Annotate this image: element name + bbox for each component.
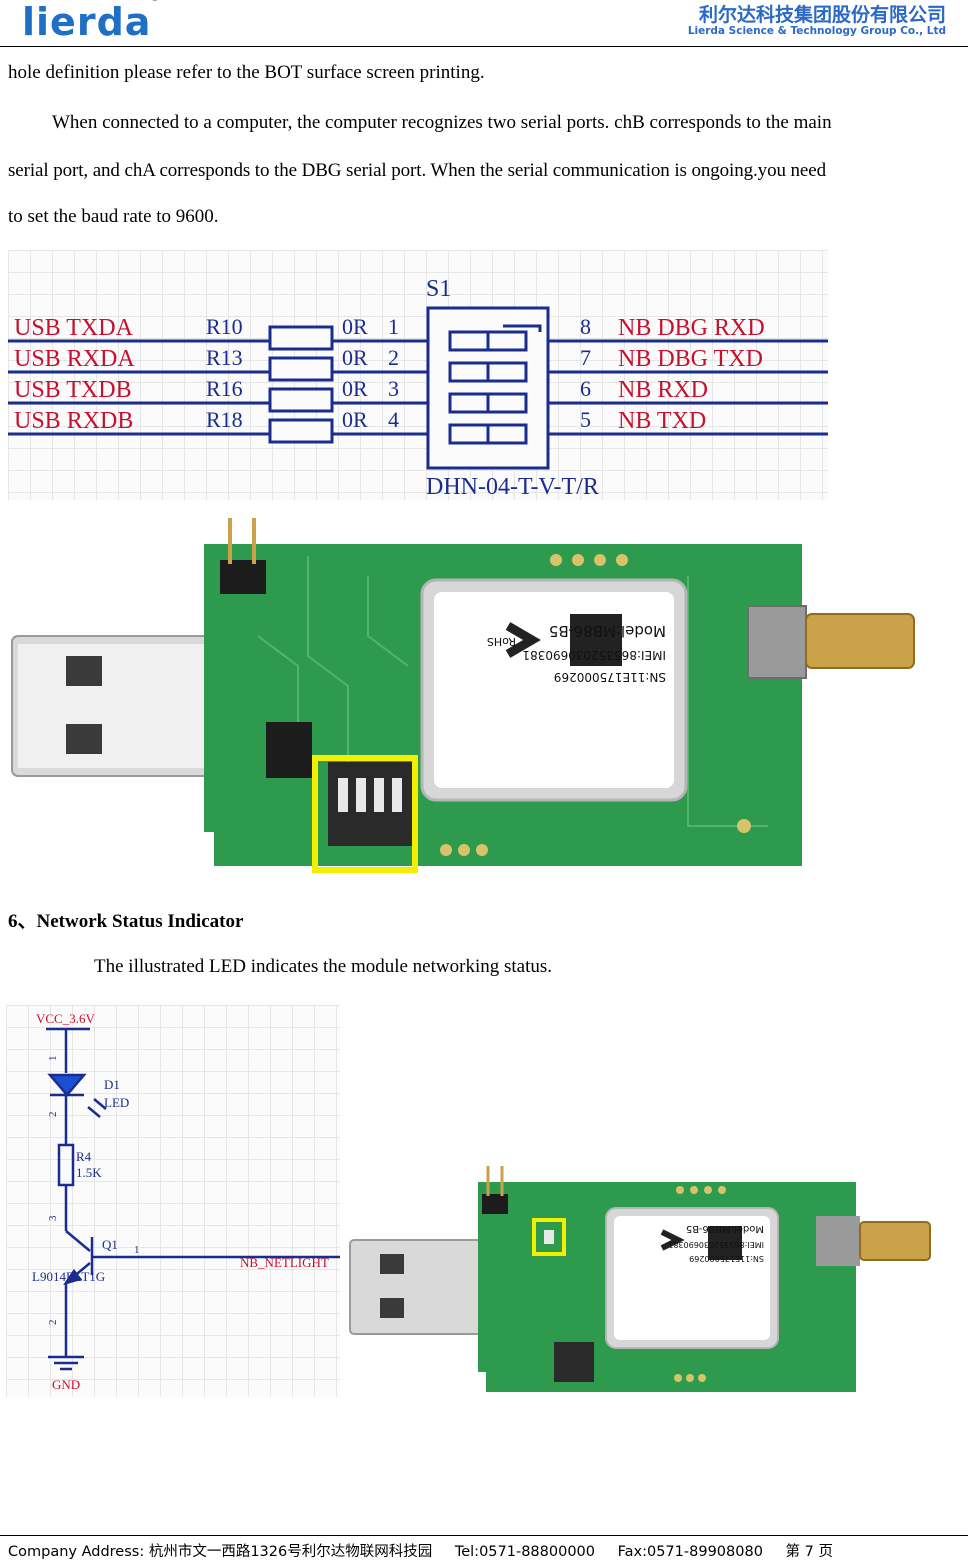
resistor-ref: R13 — [206, 345, 243, 370]
registered-mark: ® — [151, 0, 159, 3]
section-caption: The illustrated LED indicates the module… — [94, 956, 553, 977]
net-label-right: NB RXD — [618, 377, 708, 403]
transistor-part: L9014RLT1G — [32, 1269, 105, 1284]
module-imei-label: IMEI:865352030690381 — [668, 1240, 764, 1249]
pin-number: 4 — [388, 407, 399, 432]
pin-number: 3 — [388, 376, 399, 401]
transistor-ref: Q1 — [102, 1237, 118, 1252]
pin-number: 1 — [134, 1244, 140, 1256]
footer-page-number: 第 7 页 — [785, 1544, 833, 1560]
resistor-value: 0R — [342, 345, 368, 370]
pin-number: 1 — [388, 314, 399, 339]
pin-number: 3 — [47, 1215, 59, 1221]
board-photo-led: Model:MB86-B5 IMEI:865352030690381 SN:11… — [344, 1162, 934, 1398]
net-label-left: USB TXDB — [14, 377, 132, 403]
resistor-ref: R4 — [76, 1149, 92, 1164]
board-photo-dip-svg: Model:MB86-B5 IMEI:865352030690381 SN:11… — [11, 518, 915, 873]
footer-fax: Fax:0571-89908080 — [617, 1544, 763, 1560]
switch-ref: S1 — [426, 276, 451, 302]
paragraph-line-4: to set the baud rate to 9600. — [8, 206, 219, 227]
net-label-right: NB DBG TXD — [618, 346, 763, 372]
module-imei-label: IMEI:865352030690381 — [522, 648, 666, 662]
module-model-label: Model:MB86-B5 — [549, 622, 666, 640]
gnd-label: GND — [52, 1377, 80, 1392]
board-photo-dip: Model:MB86-B5 IMEI:865352030690381 SN:11… — [8, 516, 920, 878]
vcc-label: VCC_3.6V — [36, 1011, 95, 1026]
led-highlight — [532, 1218, 566, 1256]
logo-text: lierda — [22, 0, 152, 44]
pin-number: 1 — [47, 1056, 59, 1062]
resistor-ref: R18 — [206, 407, 243, 432]
net-label-left: USB RXDA — [14, 346, 135, 372]
pin-number: 5 — [580, 407, 591, 432]
diode-ref: D1 — [104, 1077, 120, 1092]
company-name-cn: 利尔达科技集团股份有限公司 — [698, 4, 946, 26]
paragraph-line-1: hole definition please refer to the BOT … — [8, 62, 485, 83]
net-label-left: USB RXDB — [14, 408, 133, 434]
footer-tel: Tel:0571-88800000 — [454, 1544, 596, 1560]
dip-switch-schematic-svg: USB TXDA USB RXDA USB TXDB USB RXDB NB D… — [8, 276, 828, 500]
module-sn-label: SN:11E175000269 — [689, 1254, 764, 1263]
pin-number: 6 — [580, 376, 591, 401]
led-schematic: VCC_3.6V NB_NETLIGHT GND D1 LED R4 1.5K … — [6, 1005, 340, 1397]
net-label-right: NB DBG RXD — [618, 315, 765, 341]
netlight-label: NB_NETLIGHT — [240, 1255, 329, 1270]
net-label-left: USB TXDA — [14, 315, 134, 341]
page-header: lierda® 利尔达科技集团股份有限公司 Lierda Science & T… — [0, 0, 968, 48]
module-sn-label: SN:11E175000269 — [554, 670, 666, 684]
led-schematic-svg: VCC_3.6V NB_NETLIGHT GND D1 LED R4 1.5K … — [32, 1011, 340, 1392]
pin-number: 8 — [580, 314, 591, 339]
section-heading: 6、Network Status Indicator — [8, 911, 244, 932]
resistor-value: 0R — [342, 407, 368, 432]
header-divider — [0, 46, 968, 47]
footer-divider — [0, 1535, 968, 1536]
resistor-value: 0R — [342, 314, 368, 339]
pin-number: 7 — [580, 345, 591, 370]
dip-switch-highlight — [312, 755, 418, 873]
board-photo-led-svg: Model:MB86-B5 IMEI:865352030690381 SN:11… — [349, 1166, 931, 1392]
module-rohs-label: RoHS — [487, 635, 516, 648]
page-footer: Company Address: 杭州市文一西路1326号利尔达物联网科技园 T… — [8, 1540, 851, 1561]
switch-part-number: DHN-04-T-V-T/R — [426, 474, 599, 500]
lierda-logo: lierda® — [22, 0, 159, 44]
module-model-label: Model:MB86-B5 — [686, 1223, 764, 1234]
net-label-right: NB TXD — [618, 408, 706, 434]
paragraph-line-2: When connected to a computer, the comput… — [52, 112, 832, 133]
resistor-value: 0R — [342, 376, 368, 401]
pin-number: 2 — [47, 1320, 59, 1326]
company-name-en: Lierda Science & Technology Group Co., L… — [687, 25, 946, 37]
footer-address: Company Address: 杭州市文一西路1326号利尔达物联网科技园 — [8, 1544, 433, 1560]
resistor-ref: R16 — [206, 376, 243, 401]
dip-switch-schematic: USB TXDA USB RXDA USB TXDB USB RXDB NB D… — [8, 250, 828, 500]
resistor-value: 1.5K — [76, 1165, 102, 1180]
resistor-ref: R10 — [206, 314, 243, 339]
pin-number: 2 — [388, 345, 399, 370]
paragraph-line-3: serial port, and chA corresponds to the … — [8, 160, 826, 181]
pin-number: 2 — [47, 1112, 59, 1118]
diode-type: LED — [104, 1095, 129, 1110]
